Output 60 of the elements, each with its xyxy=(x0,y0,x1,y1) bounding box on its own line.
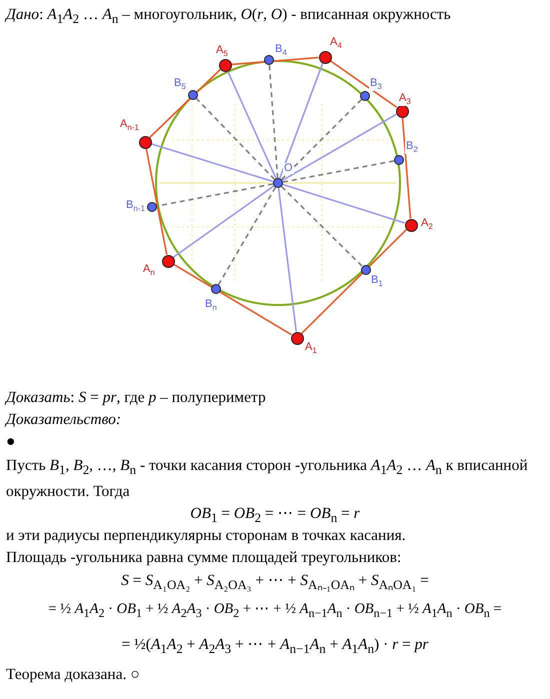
given-text: Дано: A$_{1}$A$_{2}$ … A$_{n}$ – многоугольник, O(r, O) - вписанная окружность xyxy=(6,5,452,28)
point-label: B$_{2}$ xyxy=(405,141,419,154)
point-marker xyxy=(147,202,157,212)
proof-text: и эти радиусы перпендикулярны сторонам в точках касания. xyxy=(6,526,407,546)
segment-line xyxy=(145,148,168,255)
proof-text: Площадь -угольника равна сумме площадей треугольников: xyxy=(6,548,402,568)
equation: S = S$_{A₁OA₂}$ + S$_{A₂OA₃}$ + ⋯ + S$_{Aₙ₋₁OAₙ}$ + S$_{AₙOA₁}$ = xyxy=(120,571,430,594)
equation: = ½(A$_{1}$A$_{2}$ + A$_{2}$A$_{3}$ + ⋯ + A$_{n−1}$A$_{n}$ + A$_{1}$A$_{n}$) · r = pr xyxy=(120,635,430,658)
point-label: A$_{n-1}$ xyxy=(119,119,140,132)
equation: OB$_{1}$ = OB$_{2}$ = ⋯ = OB$_{n}$ = r xyxy=(189,504,361,528)
segment-line xyxy=(226,70,277,179)
proof-heading: Доказательство: xyxy=(6,410,122,430)
point-marker xyxy=(404,218,418,232)
radius-line xyxy=(156,183,274,207)
bullet: ● xyxy=(6,432,16,452)
segment-line xyxy=(279,62,324,179)
segment-line xyxy=(282,184,406,224)
point-marker xyxy=(394,155,404,165)
point-label: O xyxy=(283,163,294,174)
point-label: A$_{5}$ xyxy=(215,45,229,58)
segment-line xyxy=(172,185,274,258)
radius-line xyxy=(218,186,276,286)
radius-line xyxy=(281,186,363,268)
segment-line xyxy=(149,68,221,138)
radius-line xyxy=(268,64,278,178)
point-marker xyxy=(188,90,198,100)
point-marker xyxy=(290,332,304,344)
point-label: A$_{1}$ xyxy=(304,342,318,356)
segment-line xyxy=(173,264,292,336)
segment-line xyxy=(330,60,398,108)
equation: = ½ A$_{1}$A$_{2}$ · OB$_{1}$ + ½ A$_{2}$A$_{3}$ · OB$_{2}$ + ⋯ + ½ A$_{n−1}$A$_{n}$ · OB$_{n−1}$ + ½ A$_{1}$A$_{n}$ · OB$_{n}$ = xyxy=(47,600,503,622)
point-marker xyxy=(162,254,174,268)
segment-line xyxy=(301,229,407,334)
radius-line xyxy=(280,98,362,180)
point-marker xyxy=(318,50,332,64)
point-label: B$_{1}$ xyxy=(370,275,384,288)
conclusion-text: Теорема доказана. ○ xyxy=(6,665,141,685)
point-label: B$_{5}$ xyxy=(173,78,187,92)
point-label: A$_{3}$ xyxy=(398,93,412,106)
point-label: B$_{n}$ xyxy=(204,299,218,312)
point-marker xyxy=(138,136,152,148)
segment-line xyxy=(282,114,397,182)
point-label: A$_{n}$ xyxy=(142,264,156,278)
point-marker xyxy=(264,55,274,65)
segment-line xyxy=(150,143,274,182)
point-label: B$_{n-1}$ xyxy=(125,200,146,214)
segment-line xyxy=(231,56,319,66)
prove-text: Доказать: S = pr, где p – полупериметр xyxy=(6,388,267,408)
radius-line xyxy=(196,98,276,180)
point-label: A$_{4}$ xyxy=(329,37,343,50)
point-label: A$_{2}$ xyxy=(420,218,434,232)
segment-line xyxy=(278,188,297,332)
radius-line xyxy=(282,160,394,183)
segment-line xyxy=(402,117,412,219)
point-marker xyxy=(360,91,370,101)
point-marker xyxy=(361,265,371,275)
point-marker xyxy=(211,284,221,294)
point-marker xyxy=(218,58,232,72)
point-label: B$_{4}$ xyxy=(274,44,288,58)
point-label: B$_{3}$ xyxy=(369,78,383,92)
